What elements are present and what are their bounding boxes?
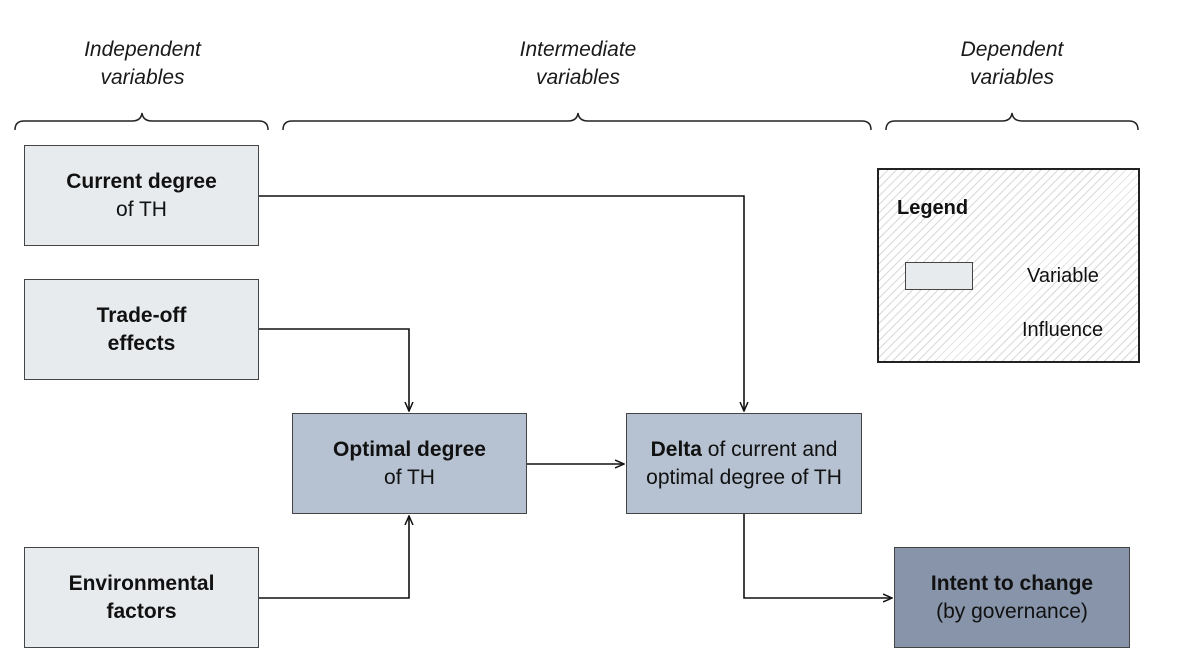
edge-current-to-delta [259,195,744,411]
header-independent-line1: Independent [84,38,201,61]
brace-intermediate [282,112,872,131]
node-optimal-degree: Optimal degree of TH [292,413,527,514]
header-independent: Independent variables [45,36,240,92]
header-dependent-line1: Dependent [960,38,1064,61]
node-environmental: Environmental factors [24,547,259,648]
header-dependent-line2: variables [969,66,1055,89]
edge-delta-to-intent [743,514,892,598]
node-trade-off-title2: effects [107,331,176,355]
node-environmental-title: Environmental [68,571,215,595]
node-current-degree-title: Current degree [66,169,217,193]
legend-title: Legend [897,197,969,219]
header-intermediate: Intermediate variables [478,36,678,92]
header-intermediate-line1: Intermediate [519,38,637,61]
node-optimal-degree-subtitle: of TH [384,465,435,489]
edge-tradeoff-to-optimal [259,328,409,411]
node-intent-title: Intent to change [930,571,1094,595]
node-environmental-title2: factors [106,599,177,623]
brace-independent [14,112,269,131]
node-intent-to-change: Intent to change (by governance) [894,547,1130,648]
brace-dependent [885,112,1139,131]
header-intermediate-line2: variables [535,66,621,89]
node-delta-line1: Delta of current and [651,436,838,464]
legend-variable-swatch-icon [905,262,973,290]
header-dependent: Dependent variables [912,36,1112,92]
node-delta-title: Delta [650,437,702,461]
node-current-degree-subtitle: of TH [116,197,167,221]
node-delta: Delta of current and optimal degree of T… [626,413,862,514]
node-intent-subtitle: (by governance) [936,599,1088,623]
header-independent-line2: variables [100,66,185,89]
legend-variable-label: Variable [1027,265,1099,287]
node-delta-subtitle: optimal degree of TH [646,465,842,489]
legend-influence-label: Influence [1022,319,1104,341]
node-trade-off: Trade-off effects [24,279,259,380]
node-current-degree: Current degree of TH [24,145,259,246]
edge-environmental-to-optimal [259,516,409,599]
node-trade-off-title: Trade-off [96,303,187,327]
node-optimal-degree-title: Optimal degree [333,437,486,461]
node-delta-title-suffix: of current and [701,437,838,461]
